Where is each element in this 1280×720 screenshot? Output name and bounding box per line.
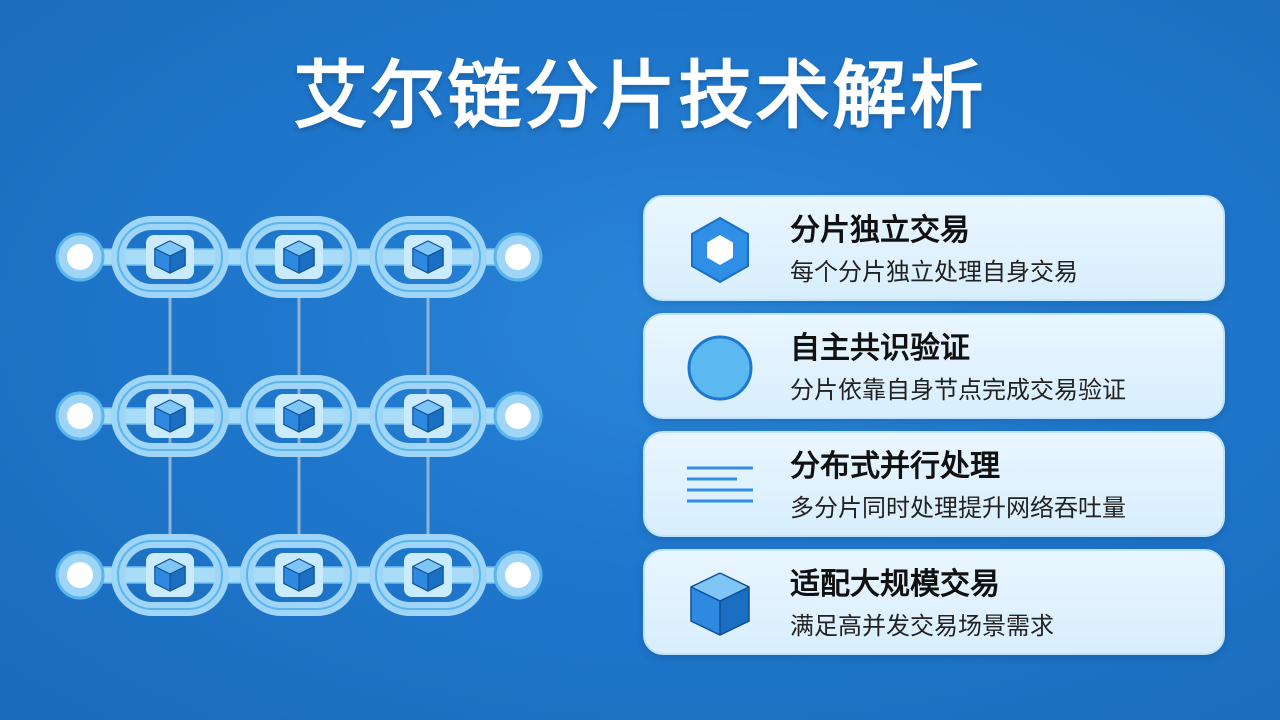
- feature-list: 分片独立交易 每个分片独立处理自身交易 自主共识验证 分片依靠自身节点完成交易验…: [643, 195, 1225, 667]
- end-node: [55, 391, 105, 441]
- end-node: [493, 391, 543, 441]
- feature-description: 满足高并发交易场景需求: [790, 612, 1054, 640]
- cube-icon: [690, 572, 750, 636]
- feature-title: 分片独立交易: [790, 213, 970, 248]
- feature-description: 每个分片独立处理自身交易: [790, 258, 1078, 286]
- feature-title: 自主共识验证: [790, 331, 970, 366]
- cube-icon: [154, 399, 186, 433]
- end-node: [493, 232, 543, 282]
- cube-icon: [283, 558, 315, 592]
- chain-link: [111, 375, 229, 457]
- page-title: 艾尔链分片技术解析: [293, 53, 987, 139]
- end-node: [493, 550, 543, 600]
- chain-link: [111, 216, 229, 298]
- feature-description: 分片依靠自身节点完成交易验证: [790, 376, 1126, 404]
- chain-link: [369, 216, 487, 298]
- cube-icon: [412, 240, 444, 274]
- chain-link: [240, 216, 358, 298]
- chain-link: [369, 534, 487, 616]
- feature-card-large-scale-transactions: 适配大规模交易 满足高并发交易场景需求: [643, 549, 1225, 655]
- cube-icon: [412, 399, 444, 433]
- chain-link: [111, 534, 229, 616]
- chain-link: [240, 375, 358, 457]
- feature-description: 多分片同时处理提升网络吞吐量: [790, 494, 1126, 522]
- end-node: [55, 550, 105, 600]
- chain-row: [55, 216, 543, 298]
- feature-card-autonomous-consensus: 自主共识验证 分片依靠自身节点完成交易验证: [643, 313, 1225, 419]
- cube-icon: [412, 558, 444, 592]
- feature-card-independent-transactions: 分片独立交易 每个分片独立处理自身交易: [643, 195, 1225, 301]
- cube-icon: [283, 399, 315, 433]
- cube-icon: [154, 558, 186, 592]
- hexagon-icon: [691, 216, 749, 284]
- feature-title: 适配大规模交易: [790, 567, 1000, 602]
- cube-icon: [154, 240, 186, 274]
- circle-icon: [687, 335, 753, 401]
- feature-title: 分布式并行处理: [790, 449, 1000, 484]
- shard-chain-diagram: [55, 216, 543, 616]
- chain-link: [369, 375, 487, 457]
- chain-link: [240, 534, 358, 616]
- chain-row: [55, 375, 543, 457]
- feature-card-parallel-processing: 分布式并行处理 多分片同时处理提升网络吞吐量: [643, 431, 1225, 537]
- end-node: [55, 232, 105, 282]
- chain-row: [55, 534, 543, 616]
- cube-icon: [283, 240, 315, 274]
- parallel-lines-icon: [687, 466, 753, 503]
